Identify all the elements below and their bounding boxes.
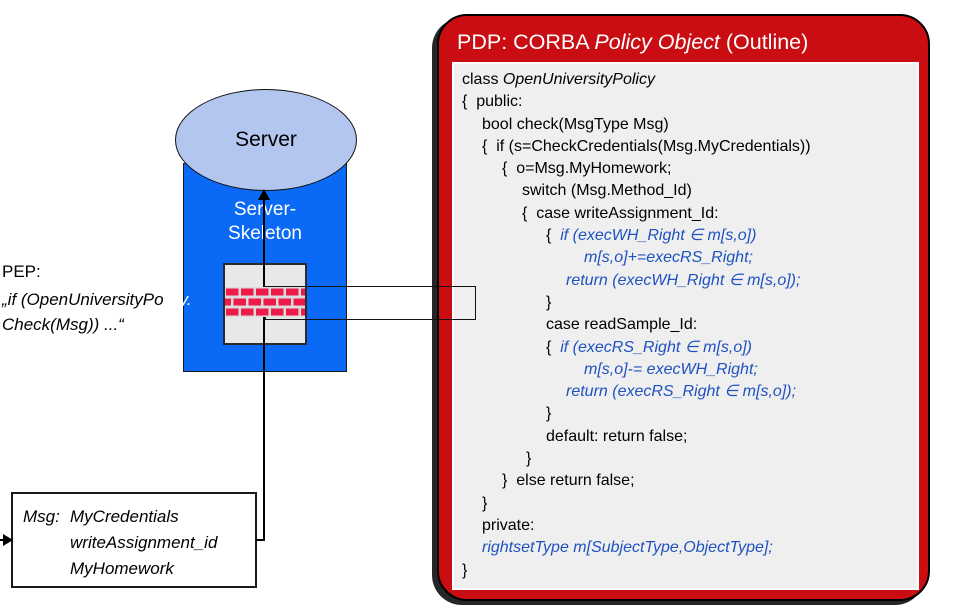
arrow-right-icon	[3, 534, 13, 546]
code-line: m[s,o]+=execRS_Right;	[584, 249, 753, 267]
pep-annotation: PEP: „if (OpenUniversityPolicy. Check(Ms…	[2, 262, 192, 337]
msg-label	[23, 556, 70, 582]
msg-label: Msg:	[23, 507, 60, 526]
code-line: } else return false;	[502, 472, 635, 490]
code-line: { o=Msg.MyHomework;	[502, 160, 672, 178]
code-line: default: return false;	[546, 427, 688, 445]
code-line: { if (s=CheckCredentials(Msg.MyCredentia…	[482, 137, 811, 155]
msg-item: MyHomework	[70, 559, 174, 578]
msg-item: writeAssignment_id	[70, 533, 218, 552]
brick-wall-icon	[225, 287, 305, 317]
pep-quote-line1: „if (OpenUniversityPolicy.	[2, 290, 192, 309]
code-line: rightsetType m[SubjectType,ObjectType];	[482, 539, 773, 557]
code-line: switch (Msg.Method_Id)	[522, 182, 692, 200]
arrow-up-icon	[258, 189, 270, 200]
code-line: }	[462, 561, 468, 579]
code-line: }	[482, 494, 488, 512]
pep-label: PEP:	[2, 262, 41, 281]
code-block: class OpenUniversityPolicy { public: bool …	[452, 62, 919, 590]
msg-item: MyCredentials	[70, 507, 179, 526]
code-line: bool check(MsgType Msg)	[482, 115, 669, 133]
message-flow-line	[263, 191, 265, 540]
code-line: }	[546, 293, 552, 311]
pep-quote-line2: Check(Msg)) ...“	[2, 315, 124, 334]
code-line: case readSample_Id:	[546, 316, 698, 334]
msg-label	[23, 530, 70, 556]
server-label: Server	[235, 128, 297, 151]
pdp-title: PDP: CORBA Policy Object (Outline)	[457, 30, 809, 54]
msg-row: writeAssignment_id	[23, 530, 255, 556]
code-line: class OpenUniversityPolicy	[462, 71, 655, 88]
pdp-box: PDP: CORBA Policy Object (Outline) class…	[437, 14, 930, 601]
code-line: { if (execWH_Right ∈ m[s,o])	[546, 227, 757, 245]
code-line: }	[546, 405, 552, 423]
message-flow-elbow	[256, 539, 265, 541]
code-line: return (execRS_Right ∈ m[s,o]);	[566, 383, 797, 401]
code-line: return (execWH_Right ∈ m[s,o]);	[566, 271, 801, 289]
code-line: { if (execRS_Right ∈ m[s,o])	[546, 338, 752, 356]
code-line: { public:	[462, 93, 523, 111]
code-line: private:	[482, 516, 535, 534]
code-line: m[s,o]-= execWH_Right;	[584, 360, 758, 378]
code-line: { case writeAssignment_Id:	[522, 204, 719, 222]
code-line: }	[526, 450, 532, 468]
server-skeleton-label: Server- Skeleton	[183, 198, 347, 246]
server-ellipse: Server	[175, 89, 357, 191]
msg-row: MyHomework	[23, 556, 255, 582]
msg-row: Msg: MyCredentials	[23, 504, 255, 530]
